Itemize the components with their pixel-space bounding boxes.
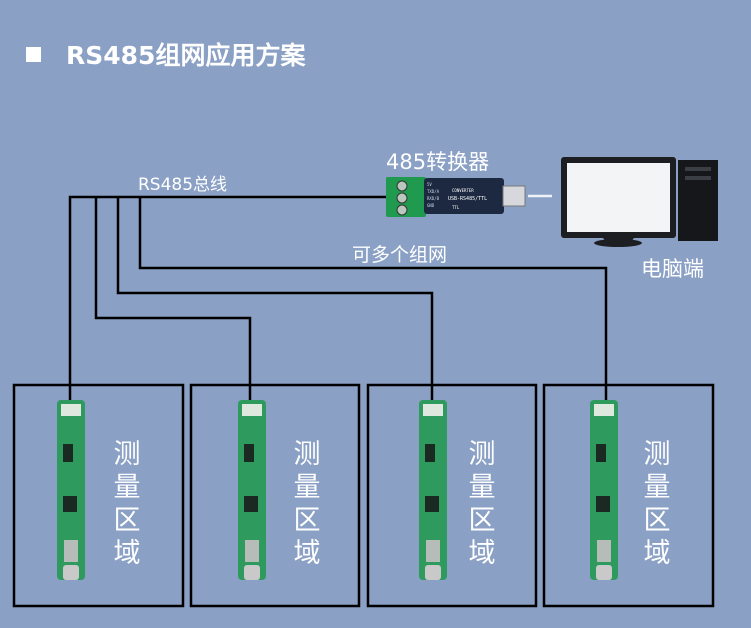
zone-box-4: [542, 383, 715, 608]
converter-print-line1: USB-RS485/TTL: [448, 196, 487, 202]
multi-network-label: 可多个组网: [352, 244, 448, 266]
zone-box-1: [12, 383, 185, 608]
monitor-stand: [594, 239, 642, 247]
pin-label-5v: 5V: [427, 182, 432, 187]
bus-wires: [68, 195, 608, 405]
zone-label-1: 测量区域: [113, 439, 141, 569]
title-bullet-icon: [26, 46, 41, 62]
usb-plug-icon: [502, 185, 526, 207]
zone-label-4: 测量区域: [643, 439, 671, 569]
zone-label-2: 测量区域: [293, 439, 321, 569]
pc-icon: [561, 157, 718, 247]
pin-label-gnd: GND: [427, 203, 435, 208]
title-text: RS485组网应用方案: [66, 41, 306, 70]
pin-label-rxd: RXD/B: [427, 196, 440, 201]
pin-label-txd: TXD/A: [427, 189, 440, 194]
sensor-board-3: [419, 400, 447, 580]
converter-label: 485转换器: [386, 150, 490, 174]
page-title: RS485组网应用方案: [26, 36, 305, 72]
bus-wire-2: [94, 197, 252, 405]
sensor-board-2: [238, 400, 266, 580]
zone-label-3: 测量区域: [468, 439, 496, 569]
sensor-board-1: [57, 400, 85, 580]
zone-box-3: [366, 383, 538, 608]
converter-device: 5V TXD/A RXD/B GND USB-RS485/TTL CONVERT…: [386, 177, 526, 217]
rs485-bus-label: RS485总线: [138, 175, 228, 195]
bus-wire-3: [116, 197, 434, 405]
bus-wire-1: [68, 195, 392, 405]
converter-print-mark: TTL: [452, 205, 460, 210]
converter-print-line2: CONVERTER: [452, 188, 474, 193]
pc-tower-icon: [678, 160, 718, 241]
converter-board: [424, 178, 504, 214]
zone-box-2: [189, 383, 361, 608]
bus-wire-4: [138, 197, 608, 405]
sensor-board-4: [590, 400, 618, 580]
pc-label: 电脑端: [641, 257, 704, 281]
